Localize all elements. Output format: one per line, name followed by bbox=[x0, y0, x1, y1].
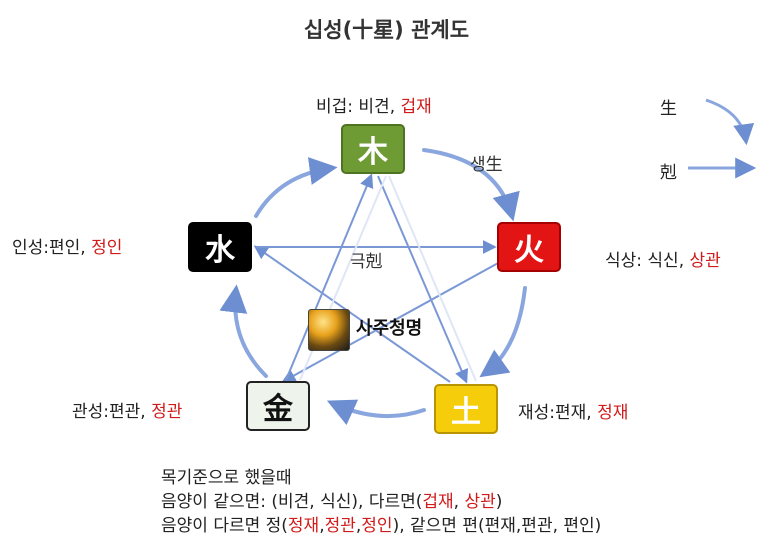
element-fire: 火 bbox=[497, 222, 561, 272]
element-wood: 木 bbox=[341, 124, 405, 174]
generate-cycle-label: 생生 bbox=[470, 155, 503, 175]
control-cycle-label: 극剋 bbox=[350, 252, 383, 272]
note-line-1: 목기준으로 했을때 bbox=[161, 468, 292, 488]
note-line-3: 음양이 다르면 정(정재,정관,정인), 같으면 편(편재,편관, 편인) bbox=[161, 516, 602, 536]
label-jaeseong: 재성:편재, 정재 bbox=[518, 403, 629, 423]
generate-water-wood bbox=[254, 157, 338, 218]
control-fire-metal bbox=[281, 261, 501, 383]
generate-fire-earth bbox=[479, 286, 527, 378]
label-inseong: 인성:편인, 정인 bbox=[12, 238, 123, 258]
control-metal-wood bbox=[285, 173, 374, 381]
legend-control: 剋 bbox=[660, 163, 677, 183]
legend-generate: 生 bbox=[660, 99, 677, 119]
note-line-2: 음양이 같으면: (비견, 식신), 다르면(겁재, 상관) bbox=[161, 492, 503, 512]
element-earth: 土 bbox=[434, 384, 498, 434]
label-bigeop: 비겁: 비견, 겁재 bbox=[316, 97, 432, 117]
generate-earth-metal bbox=[326, 399, 426, 426]
label-gwanseong: 관성:편관, 정관 bbox=[72, 402, 183, 422]
element-water: 水 bbox=[188, 222, 252, 272]
brand-label: 사주청명 bbox=[356, 318, 423, 339]
control-wood-earth bbox=[377, 175, 469, 384]
diagram-title: 십성(十星) 관계도 bbox=[303, 18, 470, 42]
notes-block: 목기준으로 했을때 음양이 같으면: (비견, 식신), 다르면(겁재, 상관)… bbox=[161, 466, 601, 538]
generate-wood-fire bbox=[422, 148, 520, 222]
generate-metal-water bbox=[219, 284, 268, 378]
control-earth-water bbox=[253, 245, 451, 383]
element-metal: 金 bbox=[246, 381, 310, 431]
yin-yang-logo-icon bbox=[308, 309, 350, 351]
legend-generate-arrow bbox=[705, 98, 755, 146]
label-siksang: 식상: 식신, 상관 bbox=[605, 251, 721, 271]
